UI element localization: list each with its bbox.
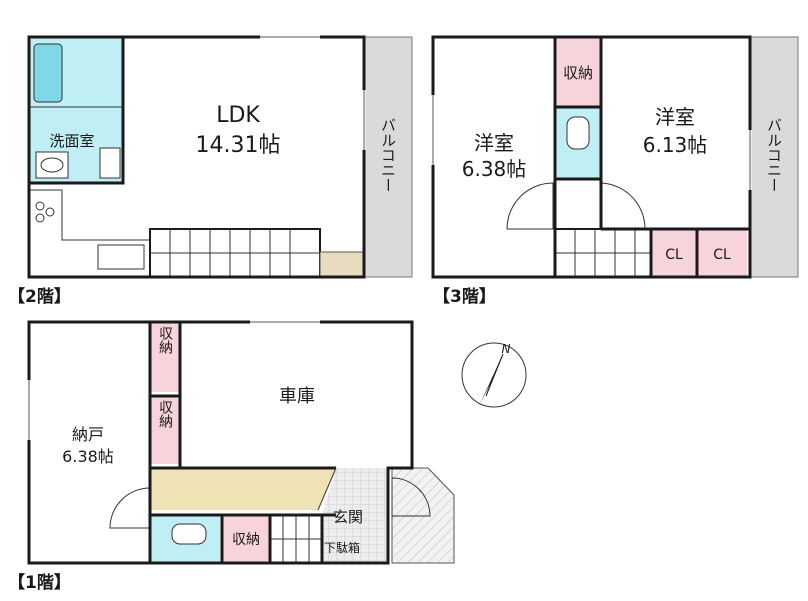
balcony-2f bbox=[363, 36, 413, 278]
storage-1c bbox=[222, 515, 270, 563]
entrance-label: 玄関 bbox=[333, 508, 363, 526]
closet-1-label: CL bbox=[665, 247, 683, 263]
north-label: N bbox=[502, 342, 511, 356]
storage-1c-label: 収納 bbox=[232, 532, 260, 548]
storage-1b-label: 収納 bbox=[157, 400, 173, 429]
floor-1-label: 【1階】 bbox=[8, 572, 71, 593]
east-room-size: 6.13帖 bbox=[643, 133, 708, 157]
closet-2 bbox=[697, 229, 747, 277]
storage-1a-label: 収納 bbox=[157, 326, 173, 355]
floor-3-label: 【3階】 bbox=[433, 286, 496, 307]
floor-2: LDK 14.31帖 洗面室 バルコニー 【2階】 bbox=[8, 35, 413, 307]
storage-1b bbox=[150, 396, 180, 464]
storage-1a bbox=[150, 322, 180, 392]
nando-size: 6.38帖 bbox=[62, 447, 114, 466]
entrance-floor bbox=[322, 468, 388, 563]
floor-3: 洋室 6.38帖 洋室 6.13帖 収納 CL CL バルコニー 【3階】 bbox=[431, 35, 799, 307]
west-room-label: 洋室 bbox=[474, 131, 514, 155]
storage-3f-label: 収納 bbox=[563, 64, 593, 82]
west-room-size: 6.38帖 bbox=[462, 157, 527, 181]
ldk-label: LDK bbox=[216, 103, 260, 128]
garage-label: 車庫 bbox=[279, 386, 315, 407]
balcony-3f bbox=[749, 36, 799, 278]
balcony-3f-label: バルコニー bbox=[765, 118, 783, 193]
balcony-2f-label: バルコニー bbox=[379, 118, 397, 193]
floor-2-label: 【2階】 bbox=[8, 286, 71, 307]
shoe-box-label: 下駄箱 bbox=[324, 540, 360, 555]
hallway-1f bbox=[150, 468, 336, 510]
nando-label: 納戸 bbox=[72, 425, 104, 444]
closet-2-label: CL bbox=[713, 247, 731, 263]
washroom-label: 洗面室 bbox=[49, 132, 94, 150]
east-room-label: 洋室 bbox=[655, 105, 695, 129]
north-arrow-icon: N bbox=[461, 342, 527, 408]
ldk-size: 14.31帖 bbox=[196, 133, 281, 158]
storage-3f bbox=[555, 37, 601, 107]
floor-1: 収納 収納 車庫 納戸 6.38帖 収納 玄関 下駄箱 【1階】 bbox=[8, 320, 455, 593]
closet-1 bbox=[651, 229, 697, 277]
